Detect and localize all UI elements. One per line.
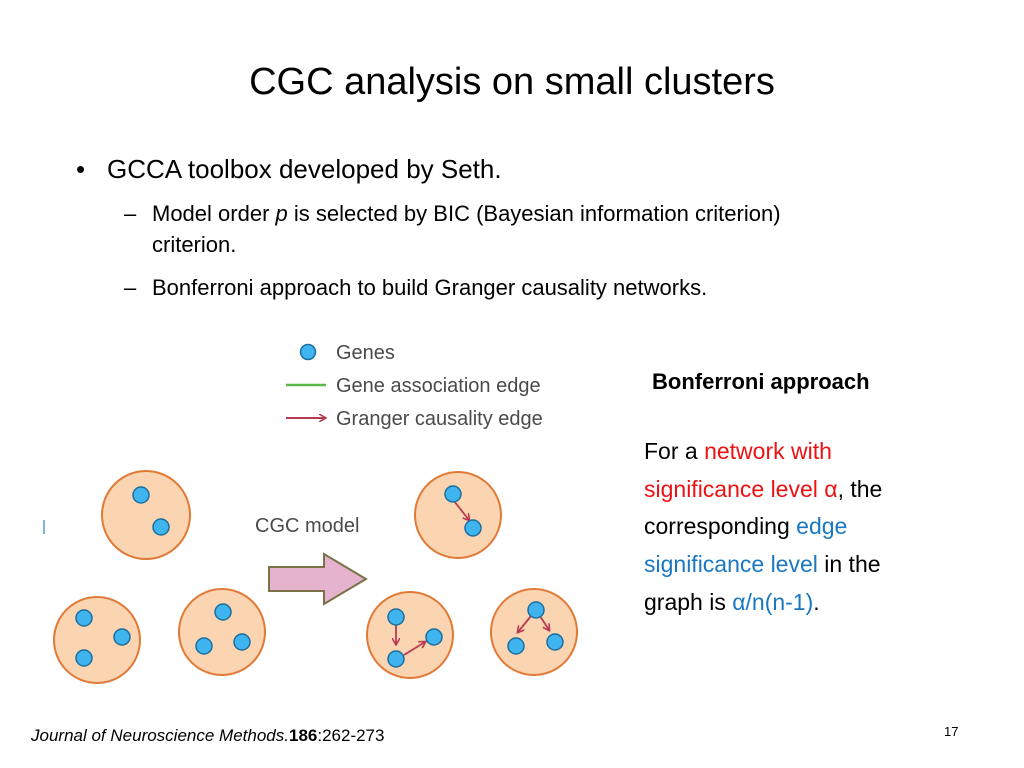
legend-causality-edge: Granger causality edge (336, 408, 543, 430)
gene-node (546, 633, 564, 651)
gene-node (444, 485, 462, 503)
cluster-right-bottom-2 (490, 588, 578, 676)
cluster-left-top (101, 470, 191, 560)
gene-node (527, 601, 545, 619)
sub-bullet-model-order: Model order p is selected by BIC (Bayesi… (152, 201, 781, 226)
gene-node (152, 518, 170, 536)
side-text-line-3: corresponding edge (644, 513, 848, 539)
side-heading: Bonferroni approach (652, 369, 870, 394)
gene-node (387, 608, 405, 626)
gene-node (233, 633, 251, 651)
slide-number: 17 (944, 724, 959, 739)
legend: Genes Gene association edge Granger caus… (286, 342, 543, 430)
cgc-figure: Genes Gene association edge Granger caus… (43, 342, 578, 684)
gene-node (507, 637, 525, 655)
gene-node (387, 650, 405, 668)
gene-node (214, 603, 232, 621)
citation: Journal of Neuroscience Methods.186:262-… (31, 726, 385, 745)
gene-node (113, 628, 131, 646)
cgc-model-label: CGC model (255, 515, 359, 537)
legend-genes: Genes (336, 342, 395, 364)
side-text-line-2: significance level α, the (644, 476, 883, 502)
gene-node (425, 628, 443, 646)
gene-node (75, 649, 93, 667)
cluster-left-bottom-1 (53, 596, 141, 684)
gene-node (132, 486, 150, 504)
sub-bullet-model-order-cont: criterion. (152, 232, 237, 257)
slide-title: CGC analysis on small clusters (249, 61, 775, 103)
gene-node (464, 519, 482, 537)
bullet-main: GCCA toolbox developed by Seth. (107, 154, 502, 184)
side-text-line-1: For a network with (644, 438, 832, 464)
gene-node (75, 609, 93, 627)
cluster-left-bottom-2 (178, 588, 266, 676)
side-text-line-5: graph is α/n(n-1). (644, 589, 820, 615)
bullet-marker: • (76, 154, 86, 184)
sub-bullet-dash: – (124, 275, 137, 300)
cluster-right-top (414, 471, 502, 559)
sub-bullet-bonferroni: Bonferroni approach to build Granger cau… (152, 275, 708, 300)
gene-legend-icon (299, 343, 317, 361)
legend-association-edge: Gene association edge (336, 375, 541, 397)
sub-bullet-dash: – (124, 201, 137, 226)
cluster-right-bottom-1 (366, 591, 454, 679)
gene-node (195, 637, 213, 655)
transform-arrow-icon (268, 552, 368, 606)
side-text-line-4: significance level in the (644, 551, 881, 577)
